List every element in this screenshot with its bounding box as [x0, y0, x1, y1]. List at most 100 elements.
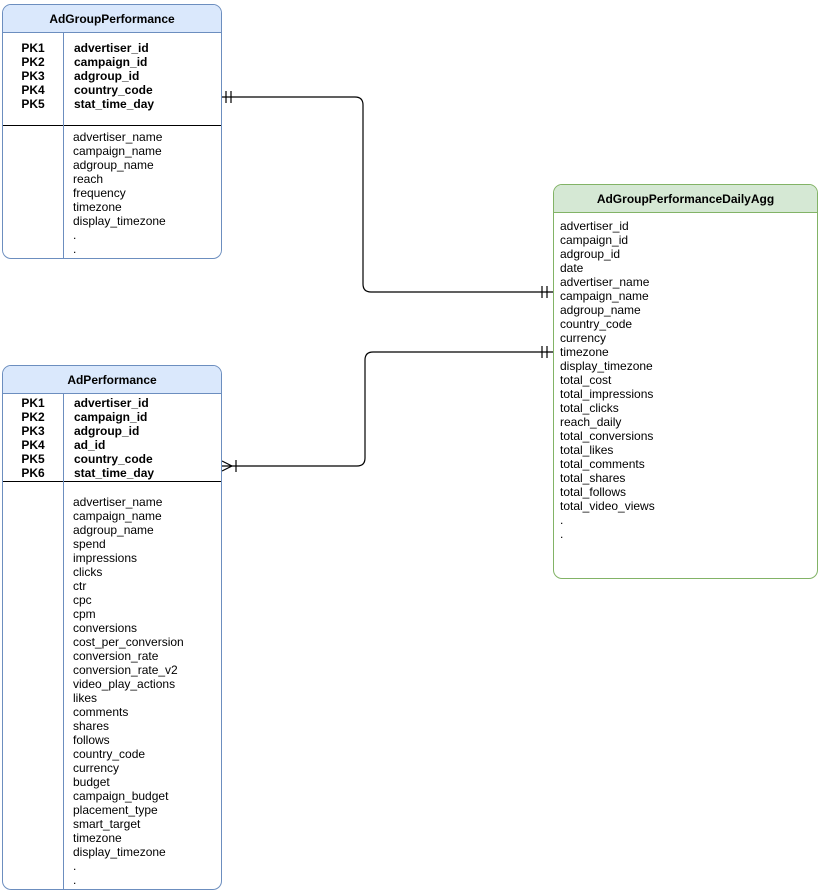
- pk-label: PK6: [21, 466, 45, 480]
- field-name: campaign_budget: [73, 789, 169, 803]
- field-name: advertiser_name: [73, 130, 163, 144]
- field-name: shares: [73, 719, 110, 733]
- field-name: likes: [73, 691, 98, 705]
- entity-adgroupperformancedailyagg: AdGroupPerformanceDailyAgg advertiser_id…: [553, 184, 818, 579]
- field-name: .: [560, 527, 564, 541]
- field-name: currency: [73, 761, 120, 775]
- field-name: campaign_name: [73, 144, 162, 158]
- field-row: .: [554, 527, 817, 541]
- pk-field-name: campaign_id: [74, 55, 148, 69]
- field-row: total_likes: [554, 443, 817, 457]
- field-name: advertiser_name: [560, 275, 650, 289]
- column-divider: [63, 394, 64, 889]
- entity-title: AdGroupPerformance: [3, 5, 221, 33]
- entity-title: AdGroupPerformanceDailyAgg: [554, 185, 817, 213]
- pk-label: PK2: [21, 410, 45, 424]
- pk-field-name: country_code: [74, 83, 153, 97]
- pk-field-name: ad_id: [74, 438, 106, 452]
- field-name: display_timezone: [560, 359, 653, 373]
- field-row: total_impressions: [554, 387, 817, 401]
- field-name: cpc: [73, 593, 92, 607]
- field-row: .: [3, 873, 221, 887]
- cardinality-one-and-only-one-ticks: [225, 91, 232, 103]
- field-row: follows: [3, 733, 221, 747]
- cardinality-one-and-only-one-ticks: [541, 346, 548, 358]
- field-name: frequency: [73, 186, 126, 200]
- field-name: adgroup_name: [73, 158, 154, 172]
- field-name: comments: [73, 705, 129, 719]
- pk-field-name: stat_time_day: [74, 97, 155, 111]
- field-name: currency: [560, 331, 607, 345]
- field-row: currency: [3, 761, 221, 775]
- field-name: .: [73, 228, 77, 242]
- field-name: conversion_rate_v2: [73, 663, 178, 677]
- field-row: ctr: [3, 579, 221, 593]
- field-name: total_conversions: [560, 429, 654, 443]
- field-name: reach: [73, 172, 104, 186]
- field-row: total_comments: [554, 457, 817, 471]
- field-name: display_timezone: [73, 845, 166, 859]
- relationship-adperformance-to-dailyagg: [221, 346, 553, 472]
- field-name: timezone: [73, 200, 122, 214]
- field-name: clicks: [73, 565, 103, 579]
- field-name: placement_type: [73, 803, 158, 817]
- pk-field-name: advertiser_id: [74, 396, 149, 410]
- field-name: campaign_name: [73, 509, 162, 523]
- primary-key-row: PK2 campaign_id: [3, 55, 221, 69]
- field-row: cpc: [3, 593, 221, 607]
- field-name: reach_daily: [560, 415, 622, 429]
- field-row: adgroup_name: [3, 158, 221, 172]
- field-row: timezone: [554, 345, 817, 359]
- pk-field-name: adgroup_id: [74, 69, 140, 83]
- field-row: clicks: [3, 565, 221, 579]
- field-row: total_follows: [554, 485, 817, 499]
- pk-label: PK1: [21, 41, 45, 55]
- field-name: spend: [73, 537, 106, 551]
- relationship-adgroupperformance-to-dailyagg: [222, 91, 553, 298]
- pk-field-name: campaign_id: [74, 410, 148, 424]
- field-row: country_code: [554, 317, 817, 331]
- field-row: shares: [3, 719, 221, 733]
- field-row: placement_type: [3, 803, 221, 817]
- field-name: campaign_name: [560, 289, 649, 303]
- field-name: date: [560, 261, 584, 275]
- cardinality-one-or-many-crowfoot: [221, 460, 237, 472]
- field-name: total_likes: [560, 443, 614, 457]
- field-name: ctr: [73, 579, 87, 593]
- connector-line: [222, 351, 553, 467]
- connector-line: [222, 96, 553, 293]
- field-row: total_conversions: [554, 429, 817, 443]
- field-row: timezone: [3, 831, 221, 845]
- field-name: adgroup_id: [560, 247, 621, 261]
- field-row: total_clicks: [554, 401, 817, 415]
- field-row: display_timezone: [3, 845, 221, 859]
- field-name: total_comments: [560, 457, 645, 471]
- field-name: display_timezone: [73, 214, 166, 228]
- pk-label: PK2: [21, 55, 45, 69]
- field-row: spend: [3, 537, 221, 551]
- field-name: total_impressions: [560, 387, 654, 401]
- pk-field-name: country_code: [74, 452, 153, 466]
- field-row: budget: [3, 775, 221, 789]
- pk-label: PK5: [21, 452, 45, 466]
- field-row: total_shares: [554, 471, 817, 485]
- field-name: total_video_views: [560, 499, 655, 513]
- field-name: conversion_rate: [73, 649, 159, 663]
- field-name: adgroup_name: [560, 303, 641, 317]
- field-row: advertiser_id: [554, 219, 817, 233]
- field-row: total_video_views: [554, 499, 817, 513]
- field-row: campaign_name: [3, 144, 221, 158]
- field-row: cpm: [3, 607, 221, 621]
- field-row: timezone: [3, 200, 221, 214]
- field-row: impressions: [3, 551, 221, 565]
- field-name: total_clicks: [560, 401, 619, 415]
- field-row: reach_daily: [554, 415, 817, 429]
- field-row: country_code: [3, 747, 221, 761]
